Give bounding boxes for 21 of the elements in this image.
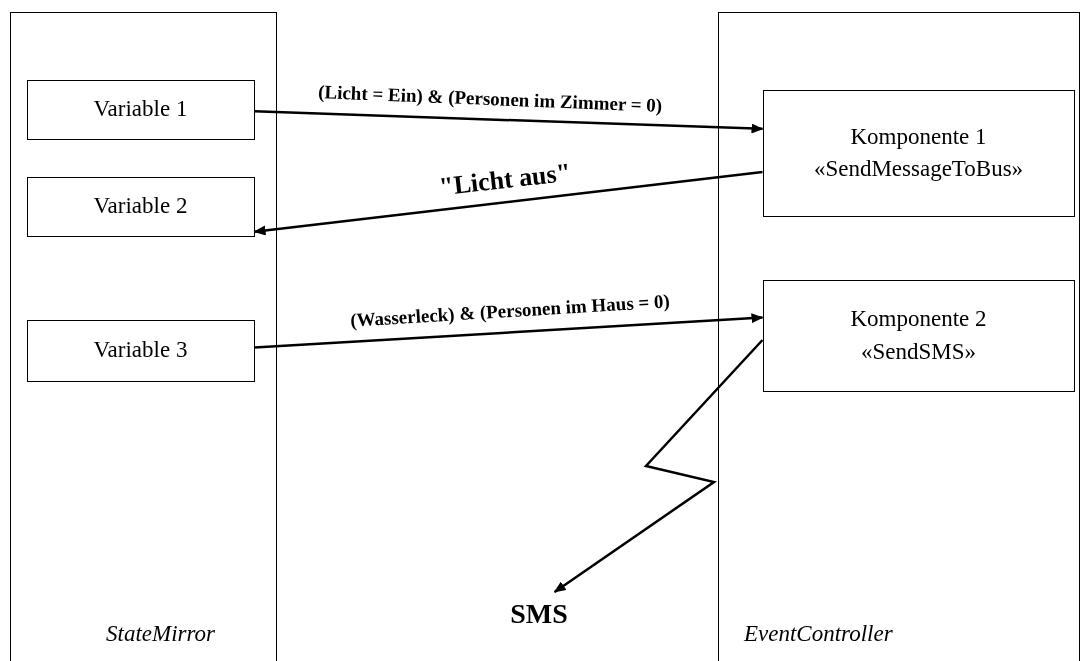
node-text: SMS [500,592,578,636]
process-box [762,89,1075,217]
container-panel [718,12,1080,661]
node-label: Komponente 1 [850,122,987,151]
node-label: «SendMessageToBus» [813,155,1024,183]
arrow [254,110,764,134]
arrow [254,313,764,349]
arrow [253,170,763,236]
process-box [762,279,1075,392]
process-box [26,319,255,382]
node-label: Variable 1 [93,95,188,124]
node-label: Komponente 2 [850,305,987,334]
node-label: «SendSMS» [860,337,976,366]
node-label: Variable 3 [93,336,188,365]
container-panel [10,12,277,661]
process-box [26,176,255,237]
group-title: EventController [744,621,893,647]
group-title: StateMirror [106,621,216,647]
lightning-arrow [553,339,764,594]
node-label: Variable 2 [93,192,188,221]
process-box [26,79,255,140]
